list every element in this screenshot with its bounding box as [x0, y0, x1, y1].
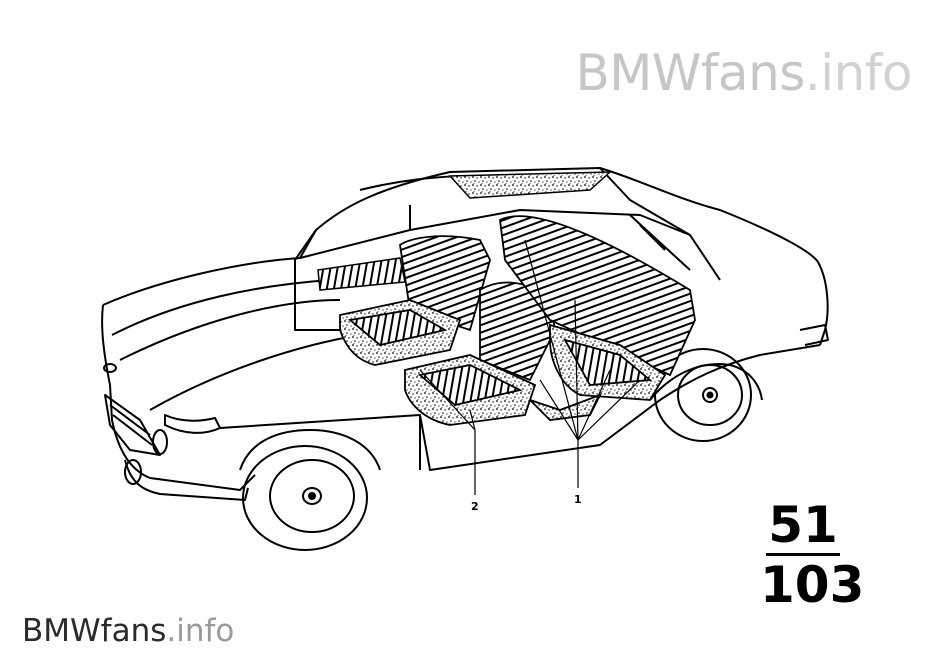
- seats: [339, 215, 696, 426]
- fraction-bar: [766, 553, 840, 556]
- seat-rail: [529, 393, 602, 421]
- figure-reference: 51 103: [760, 496, 865, 614]
- car-body: [101, 167, 829, 551]
- figure-number: 103: [760, 556, 865, 614]
- watermark-top-domain: .info: [804, 44, 913, 102]
- watermark-bottom-brand: BMWfans: [22, 613, 167, 649]
- watermark-bottom-domain: .info: [166, 613, 235, 649]
- callout-2: 2: [471, 500, 479, 513]
- leader-lines: [419, 239, 641, 495]
- sunroof-panel: [448, 171, 613, 199]
- watermark-top: BMWfans.info: [575, 44, 912, 102]
- rear-shelf: [317, 257, 406, 291]
- group-number: 51: [768, 496, 838, 554]
- watermark-bottom: BMWfans.info: [22, 613, 234, 649]
- watermark-top-brand: BMWfans: [575, 44, 805, 102]
- front-right-seat-back: [499, 215, 696, 377]
- callout-1: 1: [574, 493, 582, 506]
